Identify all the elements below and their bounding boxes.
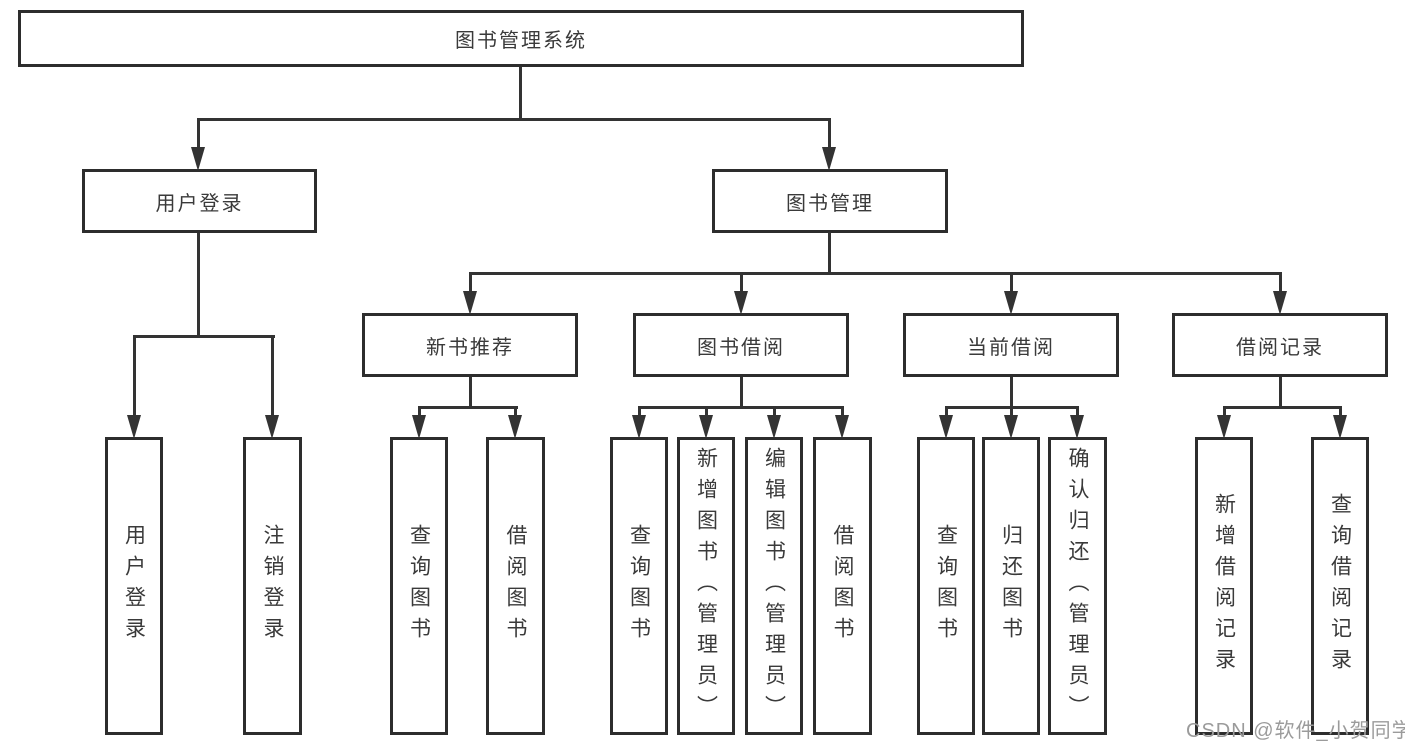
connector-split-borrow-records bbox=[1223, 406, 1342, 409]
node-new-book-recommend-label: 新书推荐 bbox=[426, 336, 514, 359]
arrow-to-book-management bbox=[822, 118, 836, 171]
connector-stem-book-borrow bbox=[740, 377, 743, 408]
arrow-to-leaf-edit-books-admin bbox=[767, 406, 781, 439]
arrow-to-leaf-borrow-books-2 bbox=[835, 406, 849, 439]
leaf-logout-label: 注销登录 bbox=[261, 524, 284, 648]
connector-split-level2 bbox=[198, 118, 831, 121]
arrow-to-leaf-query-borrow-record bbox=[1333, 406, 1347, 439]
arrow-to-new-book-recommend bbox=[463, 272, 477, 315]
leaf-add-books-admin-label: 新增图书（管理员） bbox=[694, 446, 718, 726]
arrow-to-borrow-records bbox=[1273, 272, 1287, 315]
connector-split-user-login bbox=[133, 335, 275, 338]
connector-split-new-book-recommend bbox=[418, 406, 518, 409]
arrow-to-leaf-borrow-books-1 bbox=[508, 406, 522, 439]
leaf-query-books-3: 查询图书 bbox=[917, 437, 975, 735]
arrow-to-current-borrow bbox=[1004, 272, 1018, 315]
node-borrow-records-label: 借阅记录 bbox=[1236, 336, 1324, 359]
leaf-borrow-books-1-label: 借阅图书 bbox=[504, 524, 527, 648]
node-book-borrow: 图书借阅 bbox=[633, 313, 849, 377]
node-book-borrow-label: 图书借阅 bbox=[697, 336, 785, 359]
arrow-to-book-borrow bbox=[734, 272, 748, 315]
leaf-user-login: 用户登录 bbox=[105, 437, 163, 735]
leaf-borrow-books-1: 借阅图书 bbox=[486, 437, 545, 735]
node-new-book-recommend: 新书推荐 bbox=[362, 313, 578, 377]
leaf-edit-books-admin-label: 编辑图书（管理员） bbox=[762, 446, 786, 726]
connector-split-book-borrow bbox=[638, 406, 844, 409]
watermark: CSDN @软件_小贺同学 bbox=[1186, 720, 1405, 742]
leaf-add-borrow-record-label: 新增借阅记录 bbox=[1212, 493, 1236, 679]
connector-stem-current-borrow bbox=[1010, 377, 1013, 408]
leaf-query-borrow-record: 查询借阅记录 bbox=[1311, 437, 1369, 735]
node-current-borrow-label: 当前借阅 bbox=[967, 336, 1055, 359]
arrow-to-leaf-confirm-return bbox=[1070, 406, 1084, 439]
leaf-user-login-label: 用户登录 bbox=[122, 524, 146, 648]
connector-stem-root bbox=[519, 67, 522, 120]
node-book-management-label: 图书管理 bbox=[786, 192, 874, 215]
leaf-confirm-return-admin: 确认归还（管理员） bbox=[1048, 437, 1107, 735]
node-user-login: 用户登录 bbox=[82, 169, 317, 233]
arrow-to-leaf-query-books-3 bbox=[939, 406, 953, 439]
leaf-logout: 注销登录 bbox=[243, 437, 302, 735]
node-current-borrow: 当前借阅 bbox=[903, 313, 1119, 377]
leaf-query-books-2-label: 查询图书 bbox=[627, 524, 651, 648]
leaf-add-borrow-record: 新增借阅记录 bbox=[1195, 437, 1253, 735]
connector-stem-new-book-recommend bbox=[469, 377, 472, 408]
leaf-return-books: 归还图书 bbox=[982, 437, 1040, 735]
leaf-confirm-return-admin-label: 确认归还（管理员） bbox=[1066, 446, 1089, 726]
arrow-to-leaf-logout bbox=[265, 335, 279, 439]
arrow-to-leaf-return-books bbox=[1004, 406, 1018, 439]
leaf-borrow-books-2: 借阅图书 bbox=[813, 437, 872, 735]
leaf-return-books-label: 归还图书 bbox=[999, 524, 1023, 648]
connector-split-book-management bbox=[469, 272, 1282, 275]
leaf-query-books-3-label: 查询图书 bbox=[934, 524, 958, 648]
arrow-to-leaf-query-books-2 bbox=[632, 406, 646, 439]
leaf-edit-books-admin: 编辑图书（管理员） bbox=[745, 437, 803, 735]
node-user-login-label: 用户登录 bbox=[155, 192, 244, 215]
arrow-to-leaf-add-borrow-record bbox=[1217, 406, 1231, 439]
node-book-management: 图书管理 bbox=[712, 169, 948, 233]
connector-stem-borrow-records bbox=[1279, 377, 1282, 408]
leaf-query-borrow-record-label: 查询借阅记录 bbox=[1328, 493, 1352, 679]
connector-stem-book-management bbox=[828, 232, 831, 274]
arrow-to-leaf-add-books-admin bbox=[699, 406, 713, 439]
node-root: 图书管理系统 bbox=[18, 10, 1024, 67]
arrow-to-leaf-user-login bbox=[127, 335, 141, 439]
leaf-borrow-books-2-label: 借阅图书 bbox=[831, 524, 854, 648]
arrow-to-user-login bbox=[191, 118, 205, 171]
leaf-query-books-2: 查询图书 bbox=[610, 437, 668, 735]
connector-stem-user-login bbox=[197, 233, 200, 338]
leaf-query-books-1: 查询图书 bbox=[390, 437, 448, 735]
leaf-add-books-admin: 新增图书（管理员） bbox=[677, 437, 735, 735]
node-root-label: 图书管理系统 bbox=[455, 30, 587, 52]
node-borrow-records: 借阅记录 bbox=[1172, 313, 1388, 377]
arrow-to-leaf-query-books-1 bbox=[412, 406, 426, 439]
leaf-query-books-1-label: 查询图书 bbox=[407, 524, 431, 648]
